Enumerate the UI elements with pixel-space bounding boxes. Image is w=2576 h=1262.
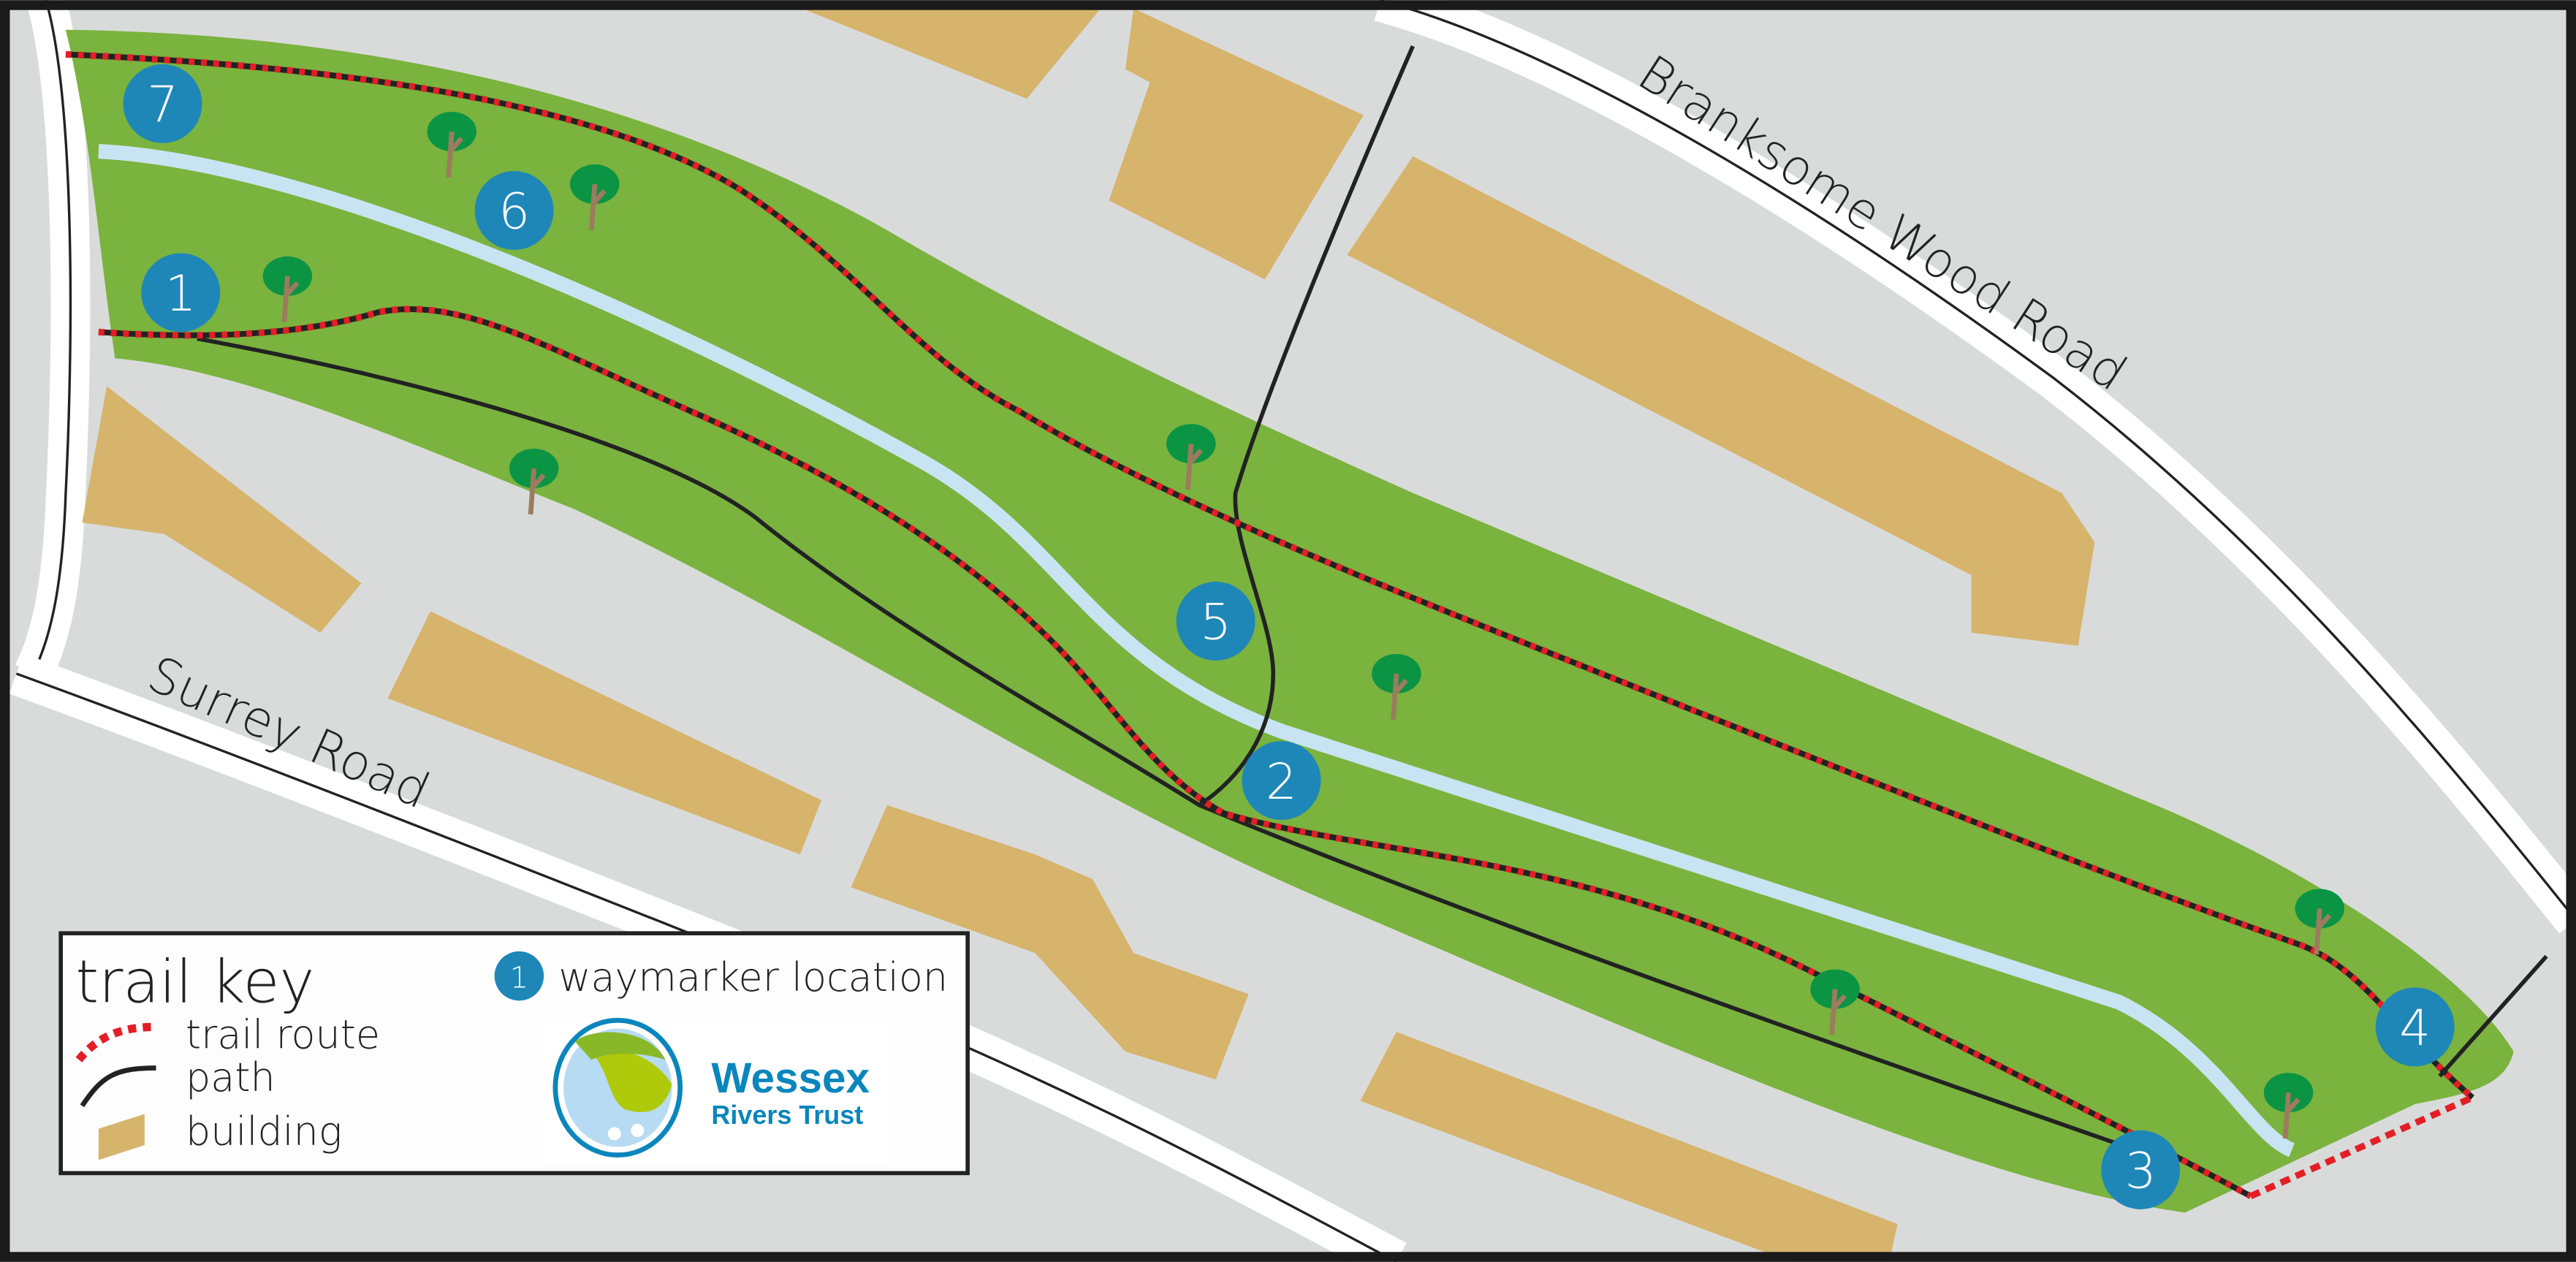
tree-icon <box>1166 424 1216 490</box>
svg-text:2: 2 <box>1266 753 1297 810</box>
svg-text:6: 6 <box>498 183 530 240</box>
path-swatch <box>80 1065 156 1108</box>
svg-text:1: 1 <box>165 265 197 322</box>
svg-text:7: 7 <box>147 76 178 134</box>
path <box>2438 954 2548 1078</box>
trail-route-swatch <box>75 1022 156 1063</box>
building <box>851 805 1249 1080</box>
tree-icon <box>2263 1073 2314 1139</box>
svg-text:1: 1 <box>510 959 529 995</box>
building <box>1109 8 1364 280</box>
waymarker-swatch-icon <box>494 951 544 1001</box>
waymarker-1[interactable]: 1 <box>141 253 221 332</box>
path <box>197 336 2137 1152</box>
legend-title: trail key <box>75 949 314 1017</box>
building <box>802 8 1101 99</box>
svg-text:4: 4 <box>2399 999 2431 1057</box>
svg-text:5: 5 <box>1200 593 1231 651</box>
tree-icon <box>1810 969 1860 1035</box>
legend-waymarker: waymarker location <box>558 954 948 1000</box>
tree-icon <box>262 256 313 323</box>
waymarker-5[interactable]: 5 <box>1176 582 1255 661</box>
waymarker-2[interactable]: 2 <box>1242 741 1321 821</box>
waymarker-6[interactable]: 6 <box>474 171 554 250</box>
legend-trail-route: trail route <box>186 1012 380 1058</box>
waymarker-4[interactable]: 4 <box>2375 987 2455 1067</box>
building <box>1360 1032 1898 1262</box>
logo-name: Wessex <box>711 1054 870 1102</box>
legend-path: path <box>186 1054 276 1101</box>
building <box>1347 156 2095 646</box>
building <box>82 386 362 633</box>
building-swatch <box>98 1114 145 1160</box>
waymarker-3[interactable]: 3 <box>2101 1130 2181 1209</box>
waymarker-7[interactable]: 7 <box>123 64 202 143</box>
tree-icon <box>427 112 476 178</box>
waymarkers: 1 2 3 4 5 6 7 <box>123 64 2455 1209</box>
trees <box>262 112 2345 1139</box>
tree-icon <box>570 164 620 231</box>
tree-icon <box>509 448 559 515</box>
river <box>98 143 2295 1158</box>
legend: trail key trail route path building 1 wa… <box>58 931 970 1176</box>
building <box>387 611 822 855</box>
park-green-space <box>65 29 2514 1213</box>
legend-building: building <box>186 1109 342 1155</box>
tree-icon <box>1372 653 1421 721</box>
wessex-rivers-trust-logo: Wessex Rivers Trust <box>542 1017 887 1163</box>
logo-subtitle: Rivers Trust <box>711 1100 863 1130</box>
tree-icon <box>2295 889 2345 955</box>
buildings <box>82 8 2095 1262</box>
svg-text:3: 3 <box>2125 1142 2157 1200</box>
